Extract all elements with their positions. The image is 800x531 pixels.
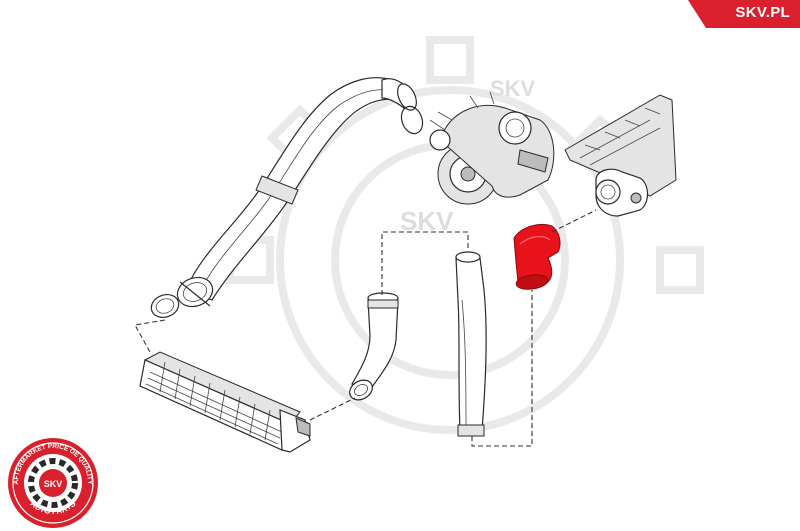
watermark-text: SKV — [490, 76, 536, 101]
badge-center-text: SKV — [44, 479, 63, 489]
center-pipe — [455, 251, 487, 437]
skv-auto-parts-badge: SKV AFTERMARKET PRICE OE QUALITY AUTO PA… — [8, 438, 98, 528]
intake-manifold — [564, 94, 677, 217]
o-ring-turbo — [400, 105, 424, 135]
brand-tab-shape — [688, 0, 800, 28]
small-elbow-pipe — [349, 292, 399, 401]
highlighted-elbow-hose — [513, 224, 561, 290]
watermark-text-2: SKV — [400, 206, 454, 236]
upper-intercooler-hose — [150, 77, 417, 318]
dashed-connectors — [134, 209, 597, 447]
turbocharger — [429, 91, 555, 205]
intercooler — [139, 351, 311, 453]
brand-logo-text: SKV.PL — [735, 4, 790, 21]
